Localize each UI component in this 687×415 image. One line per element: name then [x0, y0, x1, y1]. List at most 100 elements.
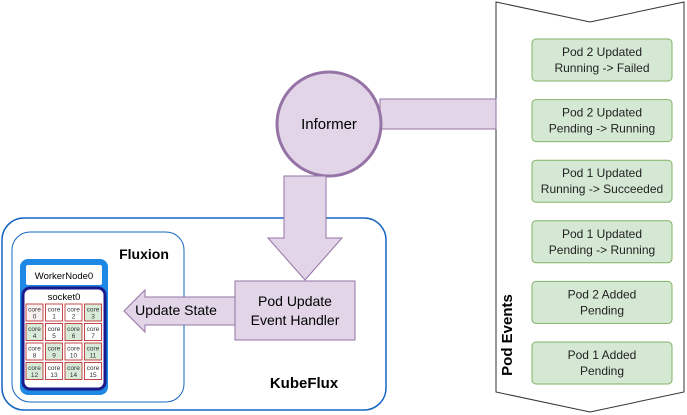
- core-label: core: [67, 346, 80, 353]
- informer-label: Informer: [301, 116, 357, 133]
- pod-event-line2: Running -> Succeeded: [541, 182, 663, 196]
- pod-event-line2: Pending -> Running: [549, 122, 655, 136]
- core-index: 0: [33, 314, 37, 321]
- core-box: [25, 303, 44, 322]
- core-box: [84, 342, 102, 361]
- core-box: [25, 342, 44, 361]
- core-index: 8: [33, 353, 37, 360]
- core-label: core: [28, 307, 41, 314]
- core-label: core: [48, 326, 61, 333]
- pod-event-line2: Running -> Failed: [554, 61, 649, 75]
- core-label: core: [67, 365, 80, 372]
- core-index: 5: [52, 333, 56, 340]
- core-box: [25, 323, 44, 341]
- pod-event-line1: Pod 2 Added: [568, 287, 637, 301]
- core-index: 14: [70, 372, 78, 379]
- core-label: core: [28, 365, 41, 372]
- core-label: core: [48, 365, 61, 372]
- core-box: [84, 323, 102, 341]
- core-index: 2: [72, 314, 76, 321]
- socket-label: socket0: [48, 292, 81, 303]
- core-box: [25, 362, 44, 380]
- pod-event-box: [531, 280, 673, 324]
- pod-event-line1: Pod 2 Updated: [562, 106, 642, 120]
- core-box: [45, 323, 63, 341]
- handler-label-line2: Event Handler: [251, 312, 340, 328]
- pod-event-line1: Pod 1 Updated: [562, 166, 642, 180]
- core-index: 4: [33, 333, 37, 340]
- core-label: core: [67, 307, 80, 314]
- core-index: 6: [72, 333, 76, 340]
- pod-events-title: Pod Events: [499, 294, 516, 376]
- core-box: [64, 362, 83, 380]
- pod-event-box: [531, 220, 673, 264]
- pod-event-line1: Pod 1 Added: [568, 348, 637, 362]
- update-state-label: Update State: [135, 302, 217, 318]
- core-label: core: [28, 346, 41, 353]
- core-label: core: [87, 365, 100, 372]
- core-index: 15: [89, 372, 97, 379]
- core-index: 10: [70, 353, 78, 360]
- core-box: [45, 362, 63, 380]
- core-label: core: [28, 326, 41, 333]
- core-index: 12: [31, 372, 39, 379]
- pod-event-box: [531, 341, 673, 385]
- pod-event-line2: Pending -> Running: [549, 243, 655, 257]
- worker-node-label: WorkerNode0: [35, 271, 93, 282]
- core-index: 9: [52, 353, 56, 360]
- kubeflux-label: KubeFlux: [270, 375, 339, 392]
- informer-node[interactable]: [275, 70, 383, 178]
- pod-event-line1: Pod 1 Updated: [562, 227, 642, 241]
- informer-connector: [379, 98, 497, 130]
- core-index: 13: [50, 372, 58, 379]
- core-grid: core0core1core2core3core4core5core6core7…: [25, 303, 102, 380]
- pod-update-event-handler[interactable]: [234, 280, 356, 341]
- core-box: [45, 342, 63, 361]
- core-box: [64, 303, 83, 322]
- pod-event-box: [531, 159, 673, 203]
- fluxion-label: Fluxion: [119, 246, 169, 262]
- core-index: 11: [90, 353, 97, 360]
- core-box: [64, 342, 83, 361]
- core-label: core: [87, 307, 100, 314]
- core-index: 1: [52, 314, 56, 321]
- pod-event-box: [531, 38, 673, 82]
- pod-event-line2: Pending: [580, 364, 624, 378]
- worker-node-header: [26, 265, 102, 285]
- pod-event-line1: Pod 2 Updated: [562, 45, 642, 59]
- update-state-arrow: [123, 288, 236, 334]
- core-index: 3: [91, 314, 95, 321]
- core-box: [84, 362, 102, 380]
- pod-event-line2: Pending: [580, 303, 624, 317]
- core-label: core: [87, 326, 100, 333]
- pod-event-box: [531, 99, 673, 143]
- informer-to-handler-arrow: [266, 175, 344, 281]
- core-label: core: [87, 346, 100, 353]
- handler-label-line1: Pod Update: [258, 293, 332, 309]
- core-label: core: [67, 326, 80, 333]
